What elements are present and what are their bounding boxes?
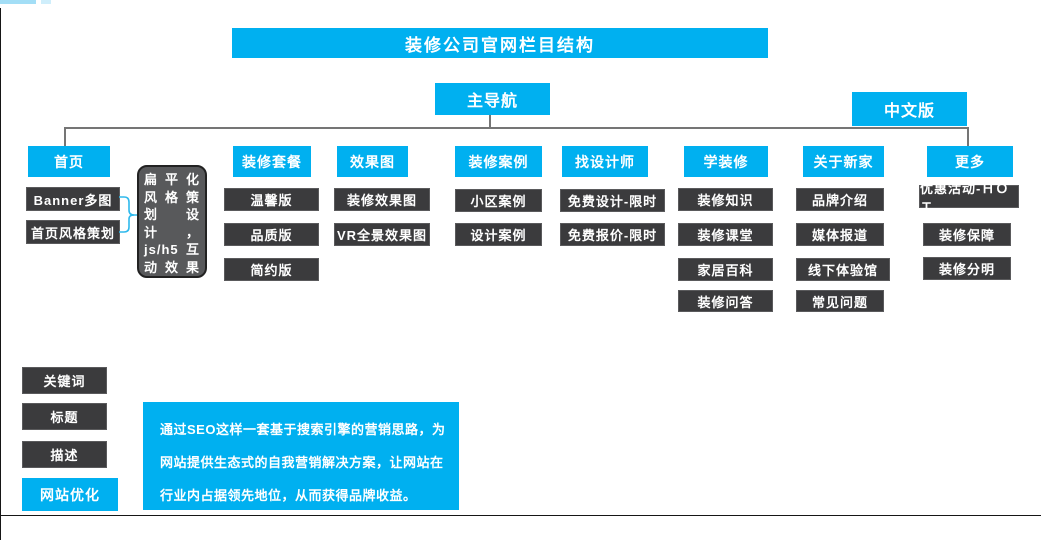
connector-vertical-right <box>967 128 969 146</box>
page-title: 装修公司官网栏目结构 <box>232 28 768 58</box>
sitemap-item: 装修效果图 <box>334 188 430 211</box>
style-note: 扁平化 风格策 划 设 计 ， js/h5互 动效果 <box>137 165 207 278</box>
column-header-renderings: 效果图 <box>337 146 408 177</box>
connector-vertical-main-nav <box>489 115 491 128</box>
column-header-designer: 找设计师 <box>562 146 648 177</box>
top-accent-bar <box>0 0 36 4</box>
style-note-line: 划 设 <box>144 207 200 222</box>
seo-highlight-optimization: 网站优化 <box>22 478 118 511</box>
style-note-line: 扁平化 <box>144 172 200 187</box>
sitemap-item: 装修课堂 <box>678 223 773 246</box>
sitemap-item: 装修问答 <box>678 290 773 312</box>
seo-label-title: 标题 <box>22 403 107 430</box>
sitemap-item: 媒体报道 <box>796 223 884 246</box>
connector-vertical-left <box>64 128 66 146</box>
sitemap-item: 简约版 <box>224 258 319 281</box>
sitemap-item: 免费设计-限时 <box>560 189 665 212</box>
sitemap-item: 家居百科 <box>678 258 773 281</box>
sitemap-item: 装修知识 <box>678 188 773 211</box>
sitemap-item: 装修分明 <box>923 257 1011 280</box>
style-note-line: 计 ， <box>144 224 200 240</box>
sitemap-item: 装修保障 <box>923 223 1011 246</box>
main-nav-node: 主导航 <box>435 83 550 115</box>
seo-description-text: 通过SEO这样一套基于搜索引擎的营销思路，为网站提供生态式的自我营销解决方案，让… <box>160 422 446 503</box>
sitemap-item: 温馨版 <box>224 188 319 211</box>
top-accent-bar-small <box>41 0 51 4</box>
sitemap-item: 常见问题 <box>796 290 884 312</box>
column-header-about: 关于新家 <box>803 146 884 177</box>
language-node: 中文版 <box>852 92 967 126</box>
left-page-border <box>0 8 1 540</box>
sitemap-item: 优惠活动-ＨＯＴ <box>919 181 1019 215</box>
sitemap-item: 小区案例 <box>455 189 542 212</box>
column-header-more: 更多 <box>927 146 1013 177</box>
column-header-learn: 学装修 <box>684 146 768 177</box>
sitemap-item: 线下体验馆 <box>796 258 890 281</box>
sitemap-item: 免费报价-限时 <box>560 223 665 246</box>
style-note-line: 动效果 <box>144 259 200 275</box>
seo-label-description: 描述 <box>22 441 107 468</box>
sitemap-item: 品牌介绍 <box>796 188 884 211</box>
sitemap-item: 品质版 <box>224 223 319 246</box>
sitemap-item: 首页风格策划 <box>26 220 120 244</box>
seo-label-keywords: 关键词 <box>22 367 107 394</box>
bottom-page-border <box>0 515 1041 516</box>
column-header-home: 首页 <box>28 146 110 177</box>
style-note-line: 风格策 <box>144 189 200 205</box>
seo-description-panel: 通过SEO这样一套基于搜索引擎的营销思路，为网站提供生态式的自我营销解决方案，让… <box>143 402 459 510</box>
sitemap-item: VR全景效果图 <box>334 223 430 246</box>
sitemap-item: 设计案例 <box>455 223 542 246</box>
sitemap-item: Banner多图 <box>26 187 120 211</box>
column-header-cases: 装修案例 <box>455 146 542 177</box>
brace-connector <box>119 196 139 233</box>
connector-horizontal <box>64 127 969 129</box>
column-header-packages: 装修套餐 <box>233 146 311 177</box>
style-note-line: js/h5互 <box>144 242 200 257</box>
